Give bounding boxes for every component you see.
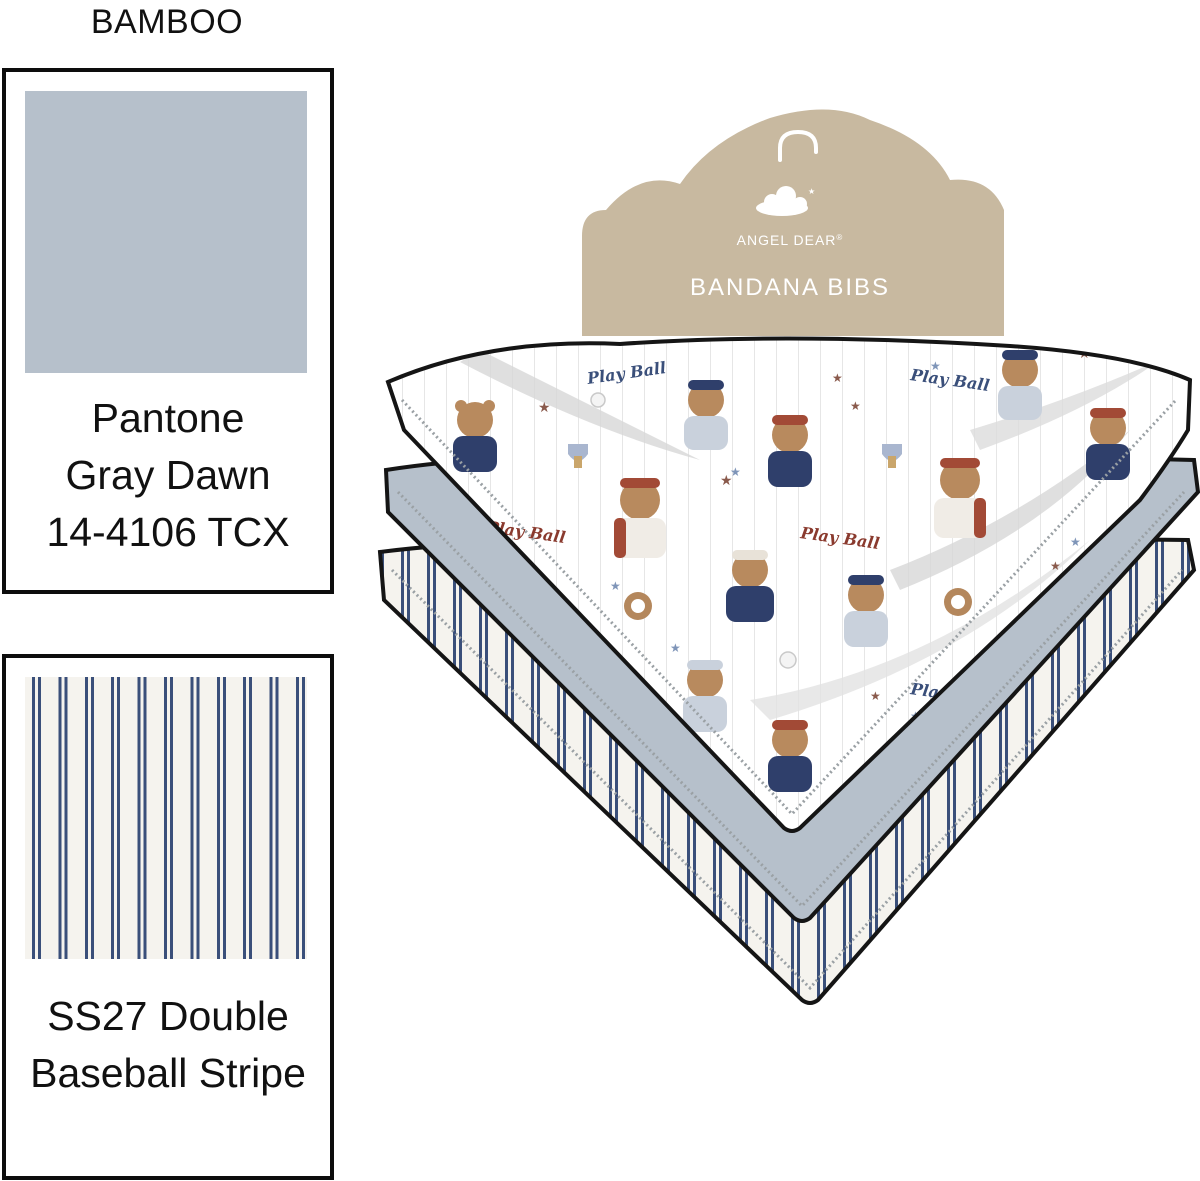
swatch-label-line: Gray Dawn	[65, 452, 271, 498]
svg-text:★: ★	[808, 187, 815, 196]
bear-illustration	[726, 550, 774, 622]
cloud-logo-icon: ★	[756, 186, 815, 216]
svg-text:★: ★	[850, 399, 861, 413]
swatch-label-solid: Pantone Gray Dawn 14-4106 TCX	[6, 390, 330, 561]
baseball-glove-icon	[624, 588, 972, 620]
swatch-card-solid: Pantone Gray Dawn 14-4106 TCX	[2, 68, 334, 594]
bear-illustration	[684, 380, 728, 450]
svg-text:★: ★	[670, 641, 681, 655]
brand-name: ANGEL DEAR	[737, 232, 837, 248]
stripe-pattern-swatch	[25, 677, 307, 959]
swatch-label-stripe: SS27 Double Baseball Stripe	[6, 988, 330, 1102]
bear-illustration	[844, 575, 888, 647]
svg-text:★: ★	[730, 465, 741, 479]
trophy-icon	[568, 444, 902, 468]
bib-print: ★ ★ ★ ★ ★ ★ ★ ★ ★ ★ ★ ★ ★ Play Ball	[385, 336, 1193, 833]
bear-illustration	[683, 660, 727, 732]
swatch-label-line: 14-4106 TCX	[46, 509, 290, 555]
swatch-label-line: Baseball Stripe	[30, 1050, 306, 1096]
svg-text:★: ★	[538, 399, 551, 415]
product-name: BANDANA BIBS	[690, 274, 890, 301]
bear-illustration	[1086, 408, 1130, 480]
solid-color-swatch	[25, 91, 307, 373]
bear-illustration	[453, 400, 497, 472]
svg-text:★: ★	[610, 579, 621, 593]
svg-text:★: ★	[930, 359, 941, 373]
collection-heading: BAMBOO	[90, 3, 244, 41]
baseball-icon	[590, 392, 797, 669]
bandana-bibs-illustration: ★ ★ ★ ★ ★ ★ ★ ★ ★ ★ ★ ★ ★ Play Ball	[370, 100, 1200, 1020]
swatch-label-line: Pantone	[91, 395, 245, 441]
brand-mark: ®	[836, 233, 843, 242]
swatch-label-line: SS27 Double	[47, 993, 289, 1039]
bear-illustration	[934, 458, 986, 538]
svg-text:ANGEL DEAR®: ANGEL DEAR®	[737, 232, 844, 248]
svg-text:★: ★	[832, 371, 843, 385]
svg-text:★: ★	[870, 689, 881, 703]
bear-illustration	[998, 350, 1042, 420]
hangtag: ★ ANGEL DEAR® BANDANA BIBS	[582, 109, 1004, 336]
svg-text:★: ★	[720, 472, 733, 488]
swatch-card-stripe: SS27 Double Baseball Stripe	[2, 654, 334, 1180]
bear-illustration	[768, 415, 812, 487]
svg-text:★: ★	[1050, 559, 1061, 573]
svg-text:★: ★	[1070, 535, 1081, 549]
bear-illustration	[768, 720, 812, 792]
bear-illustration	[614, 478, 666, 558]
